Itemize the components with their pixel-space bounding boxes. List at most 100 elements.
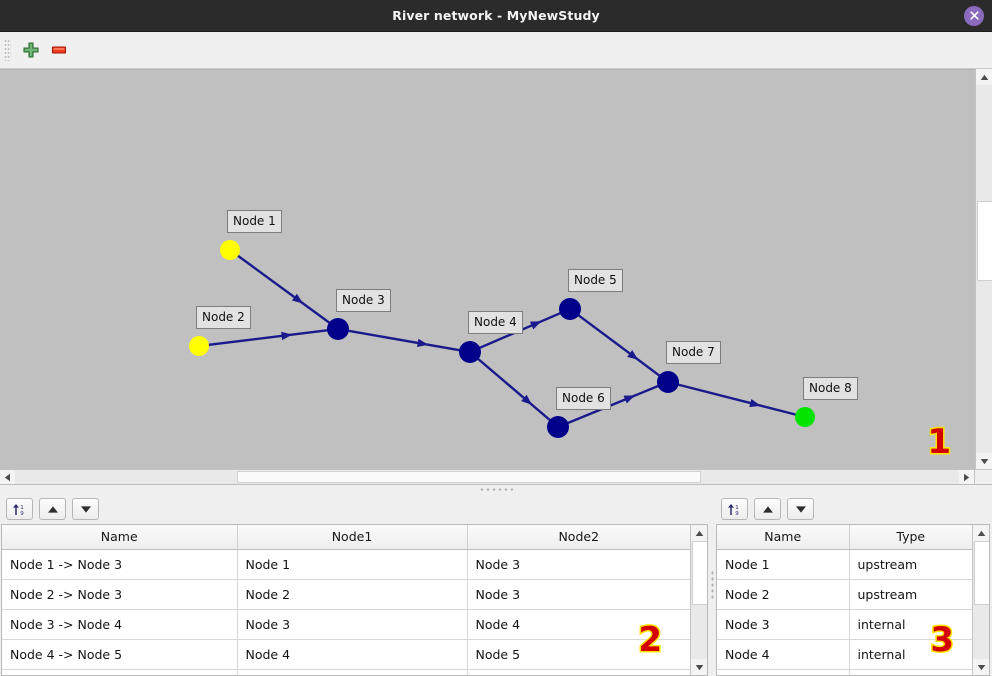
table-cell[interactable]: Node 3 bbox=[467, 579, 690, 610]
close-button[interactable] bbox=[964, 5, 984, 26]
toolbar-grip[interactable] bbox=[4, 39, 11, 61]
scroll-left-button[interactable] bbox=[0, 470, 15, 484]
edge-Node7-Node8[interactable] bbox=[677, 383, 797, 416]
scroll-up-button[interactable] bbox=[976, 69, 992, 85]
graph-node-node5[interactable] bbox=[559, 298, 581, 320]
graph-vscroll-thumb[interactable] bbox=[977, 201, 992, 281]
column-header-name[interactable]: Name bbox=[2, 525, 238, 550]
graph-node-label-node1[interactable]: Node 1 bbox=[227, 210, 282, 233]
nodes-sort-button[interactable]: 1 9 bbox=[721, 498, 748, 520]
table-cell[interactable]: Node 3 bbox=[717, 609, 850, 640]
links-vertical-scrollbar[interactable] bbox=[690, 525, 707, 675]
graph-node-label-node3[interactable]: Node 3 bbox=[336, 289, 391, 312]
scroll-right-button[interactable] bbox=[959, 470, 974, 484]
add-node-button[interactable] bbox=[17, 36, 45, 64]
edge-Node5-Node7[interactable] bbox=[577, 314, 661, 377]
links-sort-button[interactable]: 1 9 bbox=[6, 498, 33, 520]
table-cell[interactable]: Node 3 bbox=[467, 549, 690, 580]
table-cell[interactable]: Node 4 bbox=[237, 639, 468, 670]
column-header-node2[interactable]: Node2 bbox=[467, 525, 690, 550]
table-cell-empty[interactable] bbox=[467, 669, 690, 675]
links-vscroll-thumb[interactable] bbox=[692, 541, 707, 605]
graph-node-label-node4[interactable]: Node 4 bbox=[468, 311, 523, 334]
column-header-node1[interactable]: Node1 bbox=[237, 525, 468, 550]
network-diagram[interactable] bbox=[0, 70, 975, 469]
remove-node-button[interactable] bbox=[45, 36, 73, 64]
graph-node-node3[interactable] bbox=[327, 318, 349, 340]
column-header-name[interactable]: Name bbox=[717, 525, 850, 550]
table-empty-row[interactable] bbox=[717, 669, 972, 675]
table-cell[interactable]: Node 5 bbox=[467, 639, 690, 670]
graph-canvas[interactable]: Node 1 Node 2 Node 3 Node 4 Node 5 Node 6 Node… bbox=[0, 69, 975, 469]
table-cell[interactable]: Node 1 bbox=[237, 549, 468, 580]
graph-node-label-node6[interactable]: Node 6 bbox=[556, 387, 611, 410]
annotation-number-2: 2 bbox=[637, 620, 664, 660]
table-cell-empty[interactable] bbox=[717, 669, 850, 675]
links-scroll-up-button[interactable] bbox=[691, 525, 707, 541]
svg-text:1: 1 bbox=[20, 505, 24, 511]
vertical-splitter[interactable] bbox=[710, 494, 715, 676]
table-cell[interactable]: upstream bbox=[849, 549, 972, 580]
table-cell[interactable]: Node 3 -> Node 4 bbox=[2, 609, 238, 640]
table-cell[interactable]: Node 4 -> Node 5 bbox=[2, 639, 238, 670]
horizontal-splitter[interactable] bbox=[0, 484, 992, 494]
table-cell[interactable]: internal bbox=[849, 639, 972, 670]
table-cell[interactable]: Node 2 -> Node 3 bbox=[2, 579, 238, 610]
graph-horizontal-scrollbar[interactable] bbox=[0, 470, 974, 484]
nodes-move-up-button[interactable] bbox=[754, 498, 781, 520]
table-cell-empty[interactable] bbox=[2, 669, 238, 675]
table-cell[interactable]: Node 4 bbox=[467, 609, 690, 640]
table-cell[interactable]: Node 3 bbox=[237, 609, 468, 640]
nodes-move-down-button[interactable] bbox=[787, 498, 814, 520]
graph-hscroll-thumb[interactable] bbox=[237, 471, 701, 483]
table-empty-row[interactable] bbox=[2, 669, 690, 675]
links-move-down-button[interactable] bbox=[72, 498, 99, 520]
edge-Node6-Node7[interactable] bbox=[566, 384, 660, 425]
table-cell[interactable]: Node 2 bbox=[237, 579, 468, 610]
table-cell-empty[interactable] bbox=[237, 669, 468, 675]
graph-node-label-node5[interactable]: Node 5 bbox=[568, 269, 623, 292]
table-cell[interactable]: Node 1 bbox=[717, 549, 850, 580]
graph-node-label-node2[interactable]: Node 2 bbox=[196, 306, 251, 329]
graph-node-node7[interactable] bbox=[657, 371, 679, 393]
nodes-vscroll-thumb[interactable] bbox=[974, 541, 989, 605]
splitter-handle-dots bbox=[711, 570, 714, 600]
graph-node-label-node7[interactable]: Node 7 bbox=[666, 341, 721, 364]
nodes-scroll-down-button[interactable] bbox=[973, 659, 989, 675]
nodes-vertical-scrollbar[interactable] bbox=[972, 525, 989, 675]
table-cell[interactable]: upstream bbox=[849, 579, 972, 610]
edge-Node1-Node3[interactable] bbox=[236, 254, 331, 325]
table-cell[interactable]: Node 4 bbox=[717, 639, 850, 670]
graph-node-node6[interactable] bbox=[547, 416, 569, 438]
graph-node-node1[interactable] bbox=[220, 240, 240, 260]
links-move-up-button[interactable] bbox=[39, 498, 66, 520]
graph-node-node2[interactable] bbox=[189, 336, 209, 356]
table-cell[interactable]: Node 2 bbox=[717, 579, 850, 610]
graph-node-label-node8[interactable]: Node 8 bbox=[803, 377, 858, 400]
edge-Node3-Node4[interactable] bbox=[347, 329, 461, 352]
table-cell[interactable]: Node 1 -> Node 3 bbox=[2, 549, 238, 580]
edge-Node2-Node3[interactable] bbox=[207, 329, 329, 347]
graph-vertical-scrollbar[interactable] bbox=[975, 69, 992, 469]
column-header-type[interactable]: Type bbox=[849, 525, 972, 550]
graph-node-node4[interactable] bbox=[459, 341, 481, 363]
links-scroll-down-button[interactable] bbox=[691, 659, 707, 675]
table-cell[interactable]: internal bbox=[849, 609, 972, 640]
table-cell-empty[interactable] bbox=[849, 669, 972, 675]
scroll-down-button[interactable] bbox=[976, 453, 992, 469]
edge-Node4-Node6[interactable] bbox=[476, 357, 552, 422]
nodes-scroll-up-button[interactable] bbox=[973, 525, 989, 541]
graph-node-node8[interactable] bbox=[795, 407, 815, 427]
